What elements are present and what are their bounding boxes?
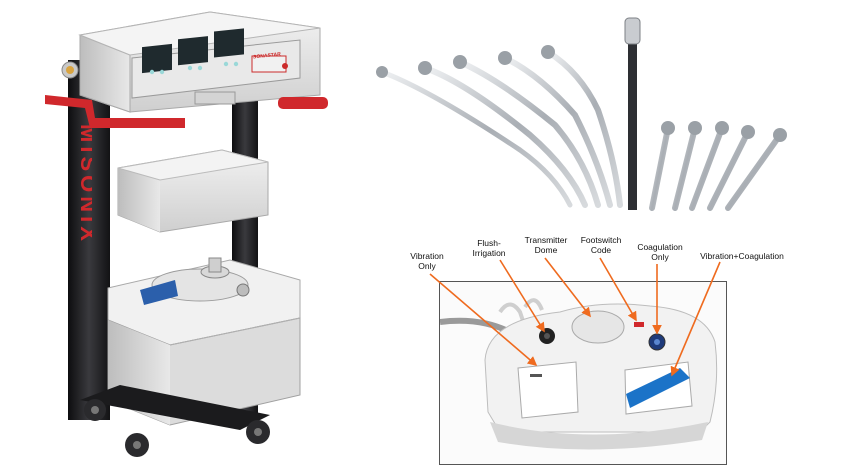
probe-5: [545, 49, 623, 208]
ultrasonic-probe-tips-image: [376, 17, 787, 211]
wheels: [84, 399, 270, 457]
generator-unit: [61, 11, 321, 113]
red-handle-right: [278, 97, 328, 109]
label-vibration-coagulation: Vibration+Coagulation: [700, 251, 784, 261]
probe-4: [502, 55, 613, 208]
storage-drawer: [117, 149, 269, 233]
arrow-transmitter-dome: [544, 257, 591, 318]
svg-text:MISONIX: MISONIX: [76, 124, 92, 245]
arrow-vibration-only: [429, 273, 538, 367]
straight-handpiece: [628, 40, 637, 210]
footswitch-image: [440, 298, 718, 450]
tip-3: [689, 125, 725, 211]
arrow-footswitch-code: [599, 257, 637, 322]
cart-base: [80, 385, 270, 430]
footswitch-code-tag: [634, 322, 644, 327]
cart-brand-text: MISONIX: [76, 124, 92, 245]
arrow-flush-irrigation: [499, 259, 545, 333]
arrow-vibration-coagulation: [670, 261, 721, 377]
tip-1: [649, 125, 671, 211]
ultrasonic-cart-image: [45, 11, 328, 457]
irrigation-pump-unit: [107, 257, 301, 346]
probe-3: [457, 59, 601, 208]
probe-1: [379, 69, 573, 208]
footswitch-photo-frame: [439, 281, 727, 465]
red-handle-left: [45, 95, 185, 128]
tip-2: [672, 125, 698, 211]
label-flush-irrigation: Flush-Irrigation: [472, 238, 506, 258]
tip-5: [725, 132, 783, 211]
transmitter-dome: [571, 310, 625, 344]
tip-4: [707, 129, 751, 211]
probe-2: [422, 65, 588, 208]
